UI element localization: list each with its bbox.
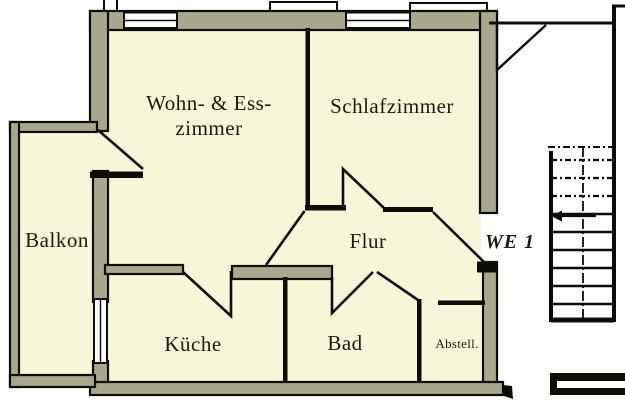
neighbour-lower-wall-left bbox=[550, 373, 557, 395]
balcony-door-icon bbox=[97, 129, 144, 170]
storage-door-icon bbox=[376, 270, 419, 302]
wall-bottom bbox=[88, 380, 505, 397]
wall-entry-jamb bbox=[477, 261, 497, 273]
wall-right-lower bbox=[481, 260, 499, 389]
label-living-line2: zimmer bbox=[175, 116, 242, 140]
neighbour-lower-block bbox=[550, 373, 625, 395]
wall-hallway-north bbox=[383, 207, 433, 212]
neighbour-door-swing-icon bbox=[495, 24, 547, 73]
kitchen-door-icon bbox=[182, 271, 233, 319]
bathroom-door-icon bbox=[330, 271, 374, 317]
wall-bath-east bbox=[417, 299, 422, 382]
wall-hallway-south bbox=[230, 264, 334, 281]
label-kitchen: Küche bbox=[164, 332, 221, 356]
windows bbox=[93, 11, 411, 364]
label-living-line1: Wohn- & Ess- bbox=[146, 91, 272, 115]
label-hallway: Flur bbox=[349, 229, 386, 253]
entry-door-icon bbox=[432, 211, 485, 263]
doors bbox=[97, 129, 485, 319]
bedroom-door-icon bbox=[341, 165, 385, 209]
staircase bbox=[548, 146, 614, 323]
wall-living-bedroom-divider bbox=[305, 28, 310, 210]
label-storage: Abstell. bbox=[435, 336, 478, 351]
interior-walls bbox=[90, 28, 513, 399]
room-balcony-floor bbox=[15, 127, 97, 379]
stair-steps-lower bbox=[551, 212, 613, 306]
living-hallway-door-icon bbox=[264, 210, 306, 266]
neighbour-lower-wall-bottom bbox=[557, 388, 625, 395]
wall-bottom-step bbox=[503, 385, 513, 399]
outside-structures bbox=[489, 4, 625, 395]
wall-left-upper bbox=[88, 9, 110, 133]
wall-right-upper bbox=[478, 9, 499, 215]
label-bathroom: Bad bbox=[327, 331, 362, 355]
wall-balcony-door-stub bbox=[90, 171, 143, 178]
label-unit: WE 1 bbox=[485, 231, 535, 253]
wall-left-middle bbox=[91, 169, 110, 304]
stair-direction-arrow-head bbox=[551, 210, 562, 222]
neighbour-lower-wall-top bbox=[550, 373, 625, 381]
wall-balcony-top bbox=[8, 120, 99, 134]
wall-bedroom-south bbox=[305, 205, 346, 211]
wall-kitchen-top bbox=[103, 263, 185, 276]
label-bedroom: Schlafzimmer bbox=[330, 94, 454, 118]
wall-balcony-left bbox=[8, 120, 21, 389]
wall-kitchen-bath-divider bbox=[283, 277, 288, 382]
label-balcony: Balkon bbox=[25, 228, 89, 252]
stair-steps-upper bbox=[551, 158, 613, 198]
wall-balcony-bottom bbox=[8, 373, 97, 389]
room-labels: Wohn- & Ess- zimmer Schlafzimmer Balkon … bbox=[25, 91, 535, 356]
wall-storage-north bbox=[438, 300, 485, 305]
